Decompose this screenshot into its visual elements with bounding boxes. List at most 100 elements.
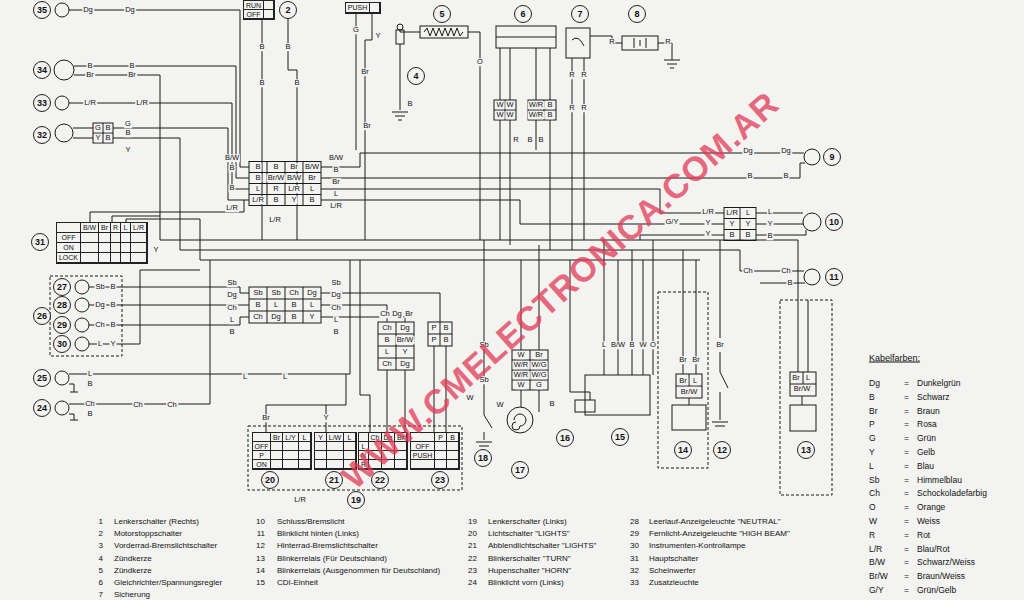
lamp-symbol [803,213,821,231]
table-cell [283,451,299,460]
wire-color-code: G/Y [665,218,680,226]
table-cell [370,3,380,13]
wire-color-code: O [476,58,484,66]
part-number: 2 [98,530,104,538]
wire-color-code: W [465,394,474,402]
callout-number: 6 [520,10,525,19]
table-cell [327,442,344,451]
legend-code: W [868,517,878,526]
wire-color-code: R [568,104,575,112]
callout-number: 13 [801,446,811,455]
pulser-coil-symbol [507,407,533,433]
part-number: 4 [98,555,104,563]
part-name: Sicherung [113,591,151,599]
wire-color-code: W [505,101,514,109]
relay-connector [676,374,702,386]
switch-code: R [361,461,366,468]
wire-color-code: G [535,381,543,389]
ignition-coil-symbol [424,28,463,36]
wire-color-code: Sb [94,283,105,291]
part-number: 28 [629,518,640,526]
wire-color-code: W/R [528,111,545,119]
wire-color-code: Dg [124,6,136,14]
table-cell: ON [253,460,271,469]
wire-color-code: Br [691,356,701,364]
switch-code: RUN [246,2,261,9]
legend-equals: = [903,462,910,471]
callout-number: 20 [265,476,275,485]
wire-color-code: B [766,232,773,240]
legend-color-name: Braun/Weiss [916,572,966,581]
lamp-symbol [804,269,820,285]
wire-color-code: Dg [391,310,403,318]
part-name: Blinkerrelais (Für Deutschland) [276,555,388,563]
wire-color-code: L/R [329,202,343,210]
connector-block [494,100,516,120]
wire-color-code: B [284,43,291,51]
callout-number: 25 [37,374,47,383]
part-number: 1 [98,518,104,526]
legend-code: L/R [868,544,883,553]
table-cell: L/Y [283,433,299,442]
lamp-symbol [55,371,69,385]
wire-color-code: W/G [531,371,548,379]
wire-color-code: O [649,341,657,349]
callout-circle: 20 [261,471,279,489]
wire-color-code: Y [109,340,116,348]
part-number: 24 [467,579,478,587]
connector-grid [494,100,516,120]
wire-color-code: B [124,129,131,137]
part-number: 5 [98,567,104,575]
battery-symbol [622,36,658,50]
legend-equals: = [903,406,910,415]
connector-block [249,287,321,323]
wire-color-code: R [580,104,587,112]
legend-color-name: Rot [916,531,931,540]
rectifier-symbol [496,37,556,38]
part-name: Hauptschalter [648,555,699,563]
part-number: 3 [98,542,104,550]
wire-color-code: L [242,373,248,381]
wire-color-code: B [290,301,297,309]
legend-code: L [868,462,875,471]
wire-color-code: B [526,136,533,144]
wire-color-code: L [384,348,390,356]
wire-color-code: B [258,79,265,87]
connector-block [724,208,756,241]
wire-color-code: Dg [306,289,318,297]
callout-circle: 30 [53,335,71,353]
relay-connector [676,374,702,398]
wire-color-code: Y [401,348,408,356]
table-cell: L [299,433,311,442]
table-cell [283,442,299,451]
wire-color-code: Y [94,134,101,142]
wire-color-code: G [94,124,102,132]
switch-code: P [259,452,264,459]
wire-color-code: B [290,313,297,321]
legend-code: Y [868,448,876,457]
callout-circle: 8 [628,5,646,23]
callout-circle: 4 [407,67,425,85]
callout-number: 34 [37,66,47,75]
table-cell: P [253,451,271,460]
table-cell [99,253,111,263]
table-cell [131,233,147,243]
legend-equals: = [903,517,910,526]
table-cell: L [121,223,131,233]
wire-color-code: L [333,316,339,324]
part-number: 29 [629,530,640,538]
table-cell [395,451,407,460]
part-number: 15 [255,579,266,587]
wire-color-code: Sb [252,289,263,297]
table-cell [131,253,147,263]
wire-color-code: Br [307,174,317,182]
switch-code: L [124,224,128,231]
wire-color-code: Ch [330,304,342,312]
connector-block [378,322,414,370]
callout-circle: 29 [53,316,71,334]
switch-code: L/R [133,224,144,231]
part-number: 11 [256,530,266,538]
callout-number: 30 [57,340,67,349]
wire-color-code: L [87,370,93,378]
